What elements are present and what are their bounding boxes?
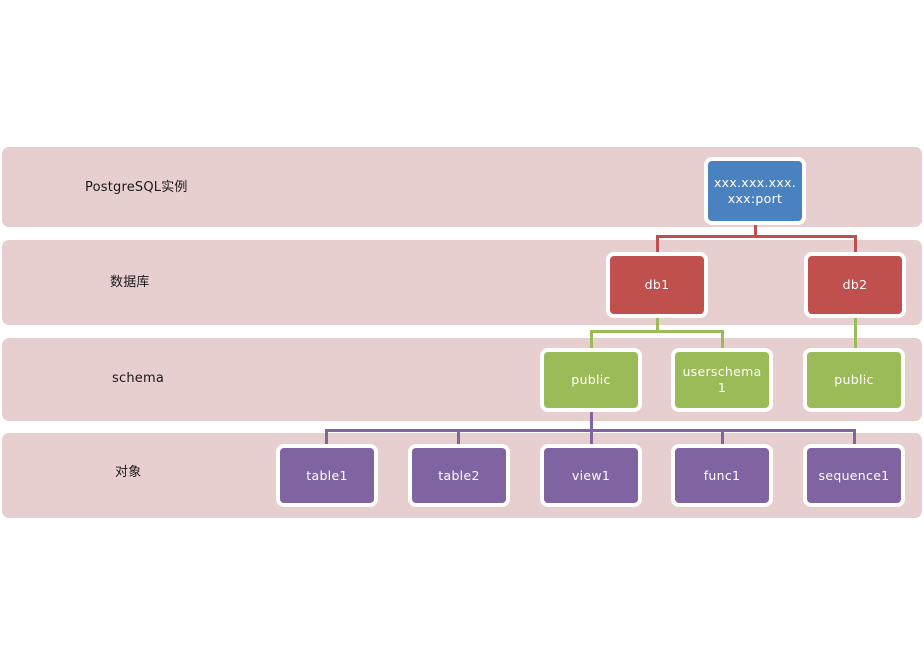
row-label-instance: PostgreSQL实例: [85, 180, 188, 195]
edge-db1-public-to-bus: [590, 411, 593, 430]
node-instance-endpoint[interactable]: xxx.xxx.xxx.xxx:port: [704, 157, 806, 225]
row-label-object: 对象: [115, 465, 142, 480]
node-db1-public[interactable]: public: [540, 348, 642, 412]
node-table2[interactable]: table2: [408, 444, 510, 507]
edge-db1-to-bus: [656, 317, 659, 333]
node-func1[interactable]: func1: [671, 444, 773, 507]
edge-bus-to-db1: [656, 235, 659, 254]
edge-bus-to-db1-public: [590, 330, 593, 350]
edge-schema-bus: [590, 330, 724, 333]
edge-bus-to-db2: [854, 235, 857, 254]
edge-database-bus: [656, 235, 857, 238]
row-label-database: 数据库: [110, 275, 150, 290]
edge-bus-to-userschema1: [721, 330, 724, 350]
node-db1-userschema1[interactable]: userschema1: [671, 348, 773, 412]
edge-bus-to-func1: [721, 429, 724, 447]
node-db2[interactable]: db2: [804, 252, 906, 318]
row-band-database: [2, 240, 922, 325]
edge-bus-to-view1: [590, 429, 593, 447]
row-label-schema: schema: [112, 371, 164, 386]
edge-db2-to-db2-public: [854, 317, 857, 350]
node-db1[interactable]: db1: [606, 252, 708, 318]
node-db2-public[interactable]: public: [803, 348, 905, 412]
node-table1[interactable]: table1: [276, 444, 378, 507]
node-sequence1[interactable]: sequence1: [803, 444, 905, 507]
node-view1[interactable]: view1: [540, 444, 642, 507]
edge-bus-to-sequence1: [853, 429, 856, 447]
edge-bus-to-table2: [457, 429, 460, 447]
edge-bus-to-table1: [325, 429, 328, 447]
edge-instance-to-bus: [754, 225, 757, 238]
